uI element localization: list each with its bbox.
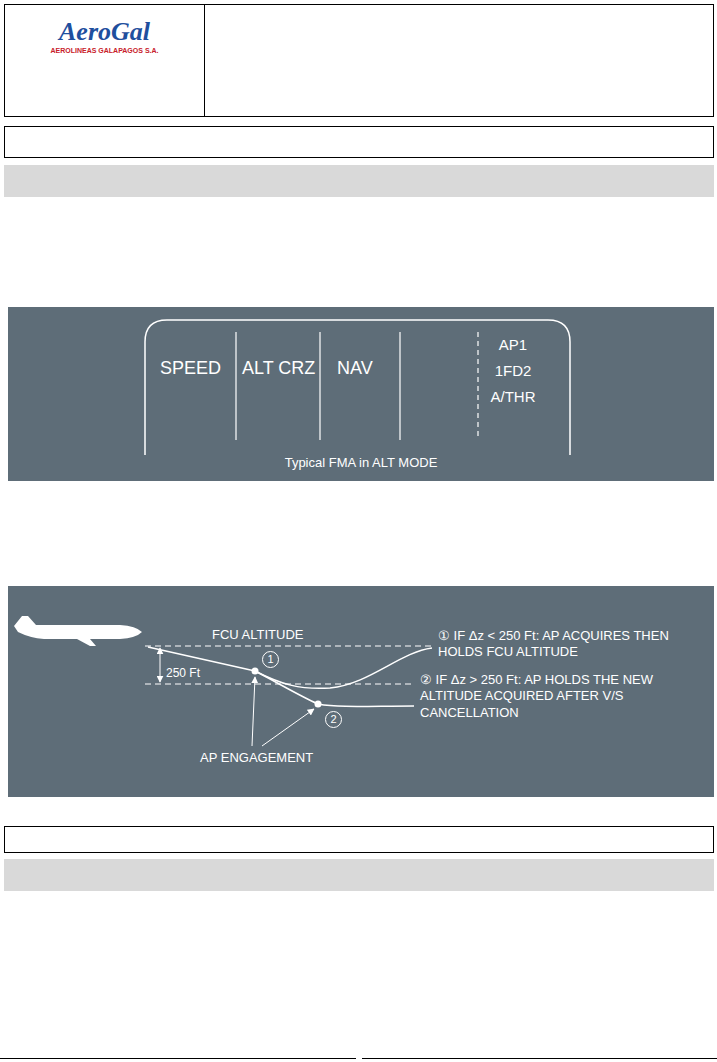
leader-line xyxy=(252,677,255,746)
trajectory-2 xyxy=(255,671,414,707)
engagement-point xyxy=(252,668,259,675)
fma-separator xyxy=(235,332,236,440)
fma-status: A/THR xyxy=(482,388,544,407)
fma-mode: ALT CRZ xyxy=(242,357,315,380)
logo-cell: AeroGalAEROLINEAS GALAPAGOS S.A. xyxy=(4,4,205,117)
condition-note: ② IF Δz > 250 Ft: AP HOLDS THE NEW ALTIT… xyxy=(420,672,670,721)
section-bar xyxy=(4,859,714,891)
airplane xyxy=(14,616,142,646)
engagement-point xyxy=(315,701,322,708)
panel-caption: Typical FMA in ALT MODE xyxy=(8,455,714,471)
logo-subtitle: AEROLINEAS GALAPAGOS S.A. xyxy=(4,47,205,55)
trajectory-1 xyxy=(255,648,432,688)
fma-separator xyxy=(399,332,400,440)
leader-line xyxy=(262,709,314,746)
footer-rule xyxy=(362,1058,717,1059)
fma-status: AP1 xyxy=(482,336,544,355)
dimension-line xyxy=(160,648,161,682)
callout-number: 2 xyxy=(325,711,342,728)
fma-panel xyxy=(8,307,714,481)
section-box xyxy=(5,127,714,158)
fma-outline xyxy=(145,320,570,455)
leader-label: AP ENGAGEMENT xyxy=(200,750,313,766)
section-box xyxy=(5,827,714,853)
logo-text: AeroGal xyxy=(4,18,205,47)
section-bar xyxy=(4,165,714,197)
fcu-altitude-line xyxy=(145,646,432,647)
fma-separator xyxy=(319,332,320,440)
dimension-label: 250 Ft xyxy=(166,666,200,681)
condition-note: ① IF Δz < 250 Ft: AP ACQUIRES THEN HOLDS… xyxy=(438,628,678,661)
fma-mode: NAV xyxy=(337,357,373,380)
line-label: FCU ALTITUDE xyxy=(212,627,304,643)
diagram-panel xyxy=(8,586,714,797)
footer-rule xyxy=(0,1058,356,1059)
header-divider xyxy=(204,5,205,117)
fma-status: 1FD2 xyxy=(482,362,544,381)
trajectory xyxy=(148,647,255,671)
header-box xyxy=(5,5,714,117)
callout-number: 1 xyxy=(262,651,279,668)
fma-mode: SPEED xyxy=(160,357,221,380)
fma-separator xyxy=(477,332,478,440)
